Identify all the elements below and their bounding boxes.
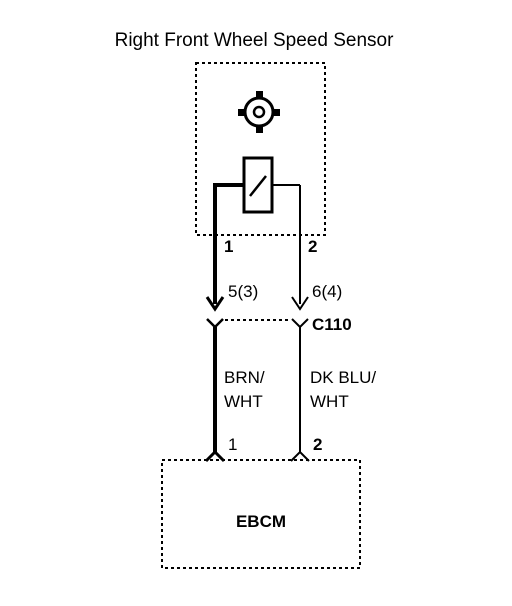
sensor-pin-1-label: 1 bbox=[224, 237, 233, 256]
diagram-title: Right Front Wheel Speed Sensor bbox=[115, 30, 394, 51]
wire-a-color-line1: BRN/ bbox=[224, 368, 265, 387]
sensor-enclosure bbox=[195, 62, 326, 236]
sensor-pin-2-label: 2 bbox=[308, 237, 317, 256]
wire-a-color-line2: WHT bbox=[224, 392, 263, 411]
ebcm-pin-1-label: 1 bbox=[228, 435, 237, 454]
ebcm-module-label: EBCM bbox=[236, 512, 286, 531]
sensor-coil-icon bbox=[213, 156, 300, 214]
wire-brn-wht bbox=[204, 185, 226, 463]
tone-wheel-icon bbox=[238, 91, 280, 133]
connector-cavity-b-label: 6(4) bbox=[312, 282, 342, 301]
connector-name-label: C110 bbox=[312, 315, 352, 334]
wire-b-color-line1: DK BLU/ bbox=[310, 368, 376, 387]
wire-b-color-line2: WHT bbox=[310, 392, 349, 411]
ebcm-module-box bbox=[161, 459, 361, 569]
ebcm-pin-2-label: 2 bbox=[313, 435, 322, 454]
wire-dk-blu-wht bbox=[290, 185, 310, 462]
connector-cavity-a-label: 5(3) bbox=[228, 282, 258, 301]
